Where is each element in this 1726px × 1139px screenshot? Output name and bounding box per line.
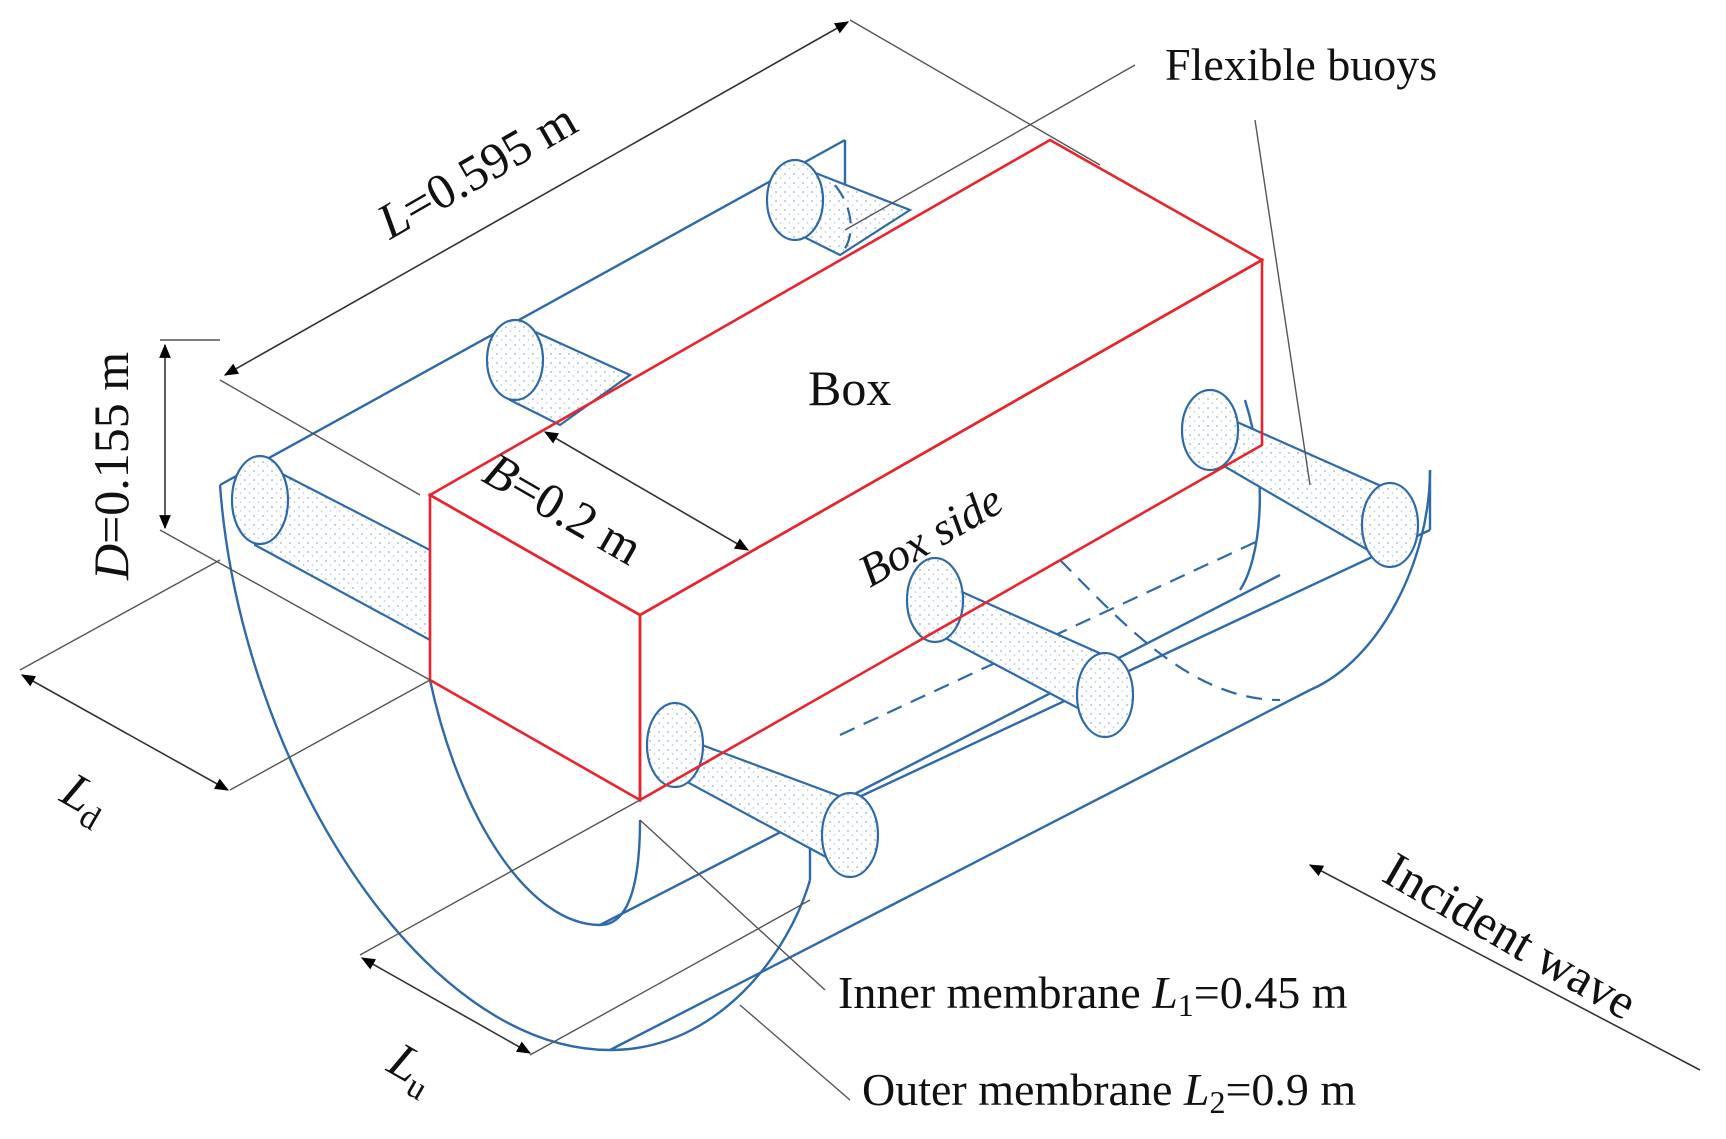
box-label: Box xyxy=(808,360,891,416)
lu-label: Lu xyxy=(375,1031,446,1108)
flexible-buoy-4 xyxy=(905,556,1135,739)
hidden-membrane-edge xyxy=(839,539,1281,736)
length-label: L=0.595 m xyxy=(367,91,586,250)
dimension-breadth: B=0.2 m xyxy=(475,431,750,576)
flexible-buoy-6 xyxy=(645,701,880,879)
depth-label: D=0.155 m xyxy=(83,352,139,581)
dimension-lu: Lu xyxy=(359,799,811,1108)
incident-wave-indicator: Incident wave xyxy=(1308,841,1701,1071)
outer-membrane-label: Outer membrane L2=0.9 m xyxy=(862,1064,1356,1120)
dimension-length: L=0.595 m xyxy=(219,19,1101,496)
flexible-buoy-2 xyxy=(485,318,633,427)
flexible-buoy-5 xyxy=(1180,388,1420,569)
incident-wave-label: Incident wave xyxy=(1375,841,1647,1030)
outer-membrane-callout: Outer membrane L2=0.9 m xyxy=(739,1004,1356,1120)
inner-membrane-callout: Inner membrane L1=0.45 m xyxy=(639,819,1348,1023)
breadth-label: B=0.2 m xyxy=(475,441,653,576)
inner-membrane-label: Inner membrane L1=0.45 m xyxy=(838,967,1348,1023)
ld-label: Ld xyxy=(48,761,119,838)
flexible-buoy-3 xyxy=(765,158,913,257)
dimension-depth: D=0.155 m xyxy=(83,339,431,681)
flexible-buoys-callout: Flexible buoys xyxy=(844,39,1437,486)
flexible-buoys-label: Flexible buoys xyxy=(1165,39,1437,90)
